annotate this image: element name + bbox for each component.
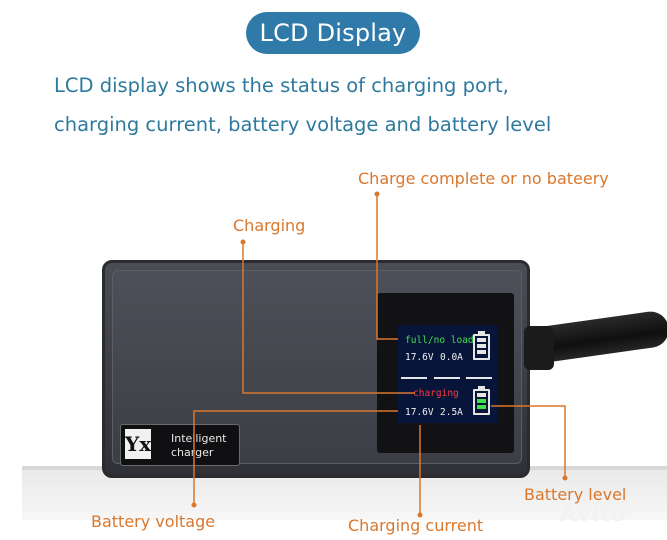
battery-cap (478, 331, 485, 334)
logo-mark: Yx (125, 429, 151, 459)
callout-battery-voltage: Battery voltage (91, 512, 216, 531)
page-title: LCD Display (246, 12, 420, 54)
port1-status: full/no load (405, 335, 474, 346)
lcd-divider (401, 377, 427, 379)
lcd-divider (434, 377, 460, 379)
brand-logo: Yx Intelligent charger (120, 424, 240, 466)
callout-battery-level: Battery level (524, 485, 627, 504)
callout-charge-complete: Charge complete or no bateery (358, 169, 609, 188)
port2-status: charging (413, 388, 459, 399)
cable-boot (524, 326, 554, 370)
port1-voltage: 17.6V (405, 352, 434, 363)
leader-battery-voltage (193, 410, 398, 505)
port2-current: 2.5A (440, 407, 463, 418)
subtitle-line-2: charging current, battery voltage and ba… (54, 113, 552, 136)
logo-line-1: Intelligent (171, 432, 227, 445)
leader-charge-complete (376, 194, 398, 340)
battery-full-icon (473, 334, 490, 360)
logo-line-2: charger (171, 446, 214, 459)
battery-charging-icon (473, 389, 490, 415)
subtitle-line-1: LCD display shows the status of charging… (54, 74, 509, 97)
battery-cap (478, 386, 485, 389)
lcd-divider (466, 377, 492, 379)
port1-current: 0.0A (440, 352, 463, 363)
callout-charging: Charging (233, 216, 306, 235)
callout-charging-current: Charging current (348, 516, 484, 535)
leader-charging (242, 242, 415, 394)
watermark: Avito (560, 502, 627, 527)
port2-voltage: 17.6V (405, 407, 434, 418)
leader-battery-level (491, 405, 566, 478)
